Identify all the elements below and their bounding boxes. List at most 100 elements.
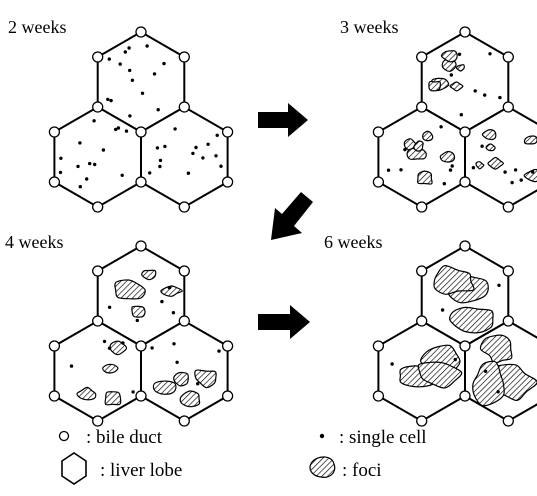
single-cell [128,69,131,72]
focus [524,136,537,144]
single-cell [150,346,153,349]
single-cell [160,300,163,303]
single-cell [191,152,194,155]
bile-duct [136,391,146,401]
single-cell [141,92,144,95]
bile-duct [460,341,470,351]
bile-duct [417,416,427,426]
single-cell [390,362,393,365]
bile-duct [93,202,103,212]
single-cell [163,145,166,148]
single-cell [121,174,124,177]
single-cell [125,129,128,132]
single-cell [79,185,82,188]
single-cell [206,143,209,146]
single-cell [109,99,112,102]
single-cell [503,170,506,173]
bile-duct [373,391,383,401]
bile-duct [223,341,233,351]
single-cell [156,146,159,149]
single-cell [108,347,111,350]
single-cell [103,340,106,343]
single-cell [145,44,148,47]
bile-duct [93,316,103,326]
bile-duct [93,52,103,62]
bile-duct [373,177,383,187]
single-cell [443,182,446,185]
focus [103,364,118,373]
bile-duct [503,102,513,112]
focus [153,381,175,394]
bile-duct [179,416,189,426]
single-cell [441,308,444,311]
single-cell [124,50,127,53]
single-cell [127,46,130,49]
bile-duct [503,202,513,212]
single-cell [399,168,402,171]
bile-duct [136,341,146,351]
single-cell [92,119,95,122]
bile-duct [179,102,189,112]
bile-duct [460,27,470,37]
single-cell [173,127,176,130]
focus [423,131,433,140]
panel-6-weeks [373,241,537,426]
single-cell [219,165,222,168]
single-cell [201,156,204,159]
bile-duct [179,202,189,212]
stage-label-4-weeks: 4 weeks [5,232,63,252]
single-cell [121,341,124,344]
bile-duct [417,316,427,326]
bile-duct [373,341,383,351]
bile-duct [49,391,59,401]
single-cell [187,172,190,175]
single-cell [102,148,105,151]
bile-duct [417,266,427,276]
panel-2-weeks [49,27,232,212]
single-cell [497,284,500,287]
bile-duct [460,177,470,187]
single-cell [59,171,62,174]
bile-duct [223,177,233,187]
single-cell [403,148,406,151]
stage-label-3-weeks: 3 weeks [340,17,398,37]
single-cell [168,286,171,289]
legend-liver-lobe: : liver lobe [100,460,182,481]
single-cell [520,178,523,181]
single-cell [172,342,175,345]
single-cell [78,141,81,144]
liver-lobe-icon [62,453,86,484]
single-cell [194,146,197,149]
bile-duct [93,102,103,112]
single-cell [136,319,139,322]
bile-duct [503,52,513,62]
single-cell [148,171,151,174]
bile-duct [93,266,103,276]
single-cell [488,52,491,55]
single-cell [214,154,217,157]
bile-duct [460,391,470,401]
arrow-down-left [271,192,313,240]
single-cell [108,306,111,309]
single-cell [472,166,475,169]
single-cell [172,311,175,314]
single-cell [76,165,79,168]
single-cell [85,177,88,180]
focus [132,306,145,317]
focus [105,392,121,405]
bile-duct [417,202,427,212]
single-cell [70,364,73,367]
bile-duct [93,416,103,426]
single-cell [498,96,501,99]
single-cell [454,358,457,361]
bile-duct [179,52,189,62]
single-cell [531,170,534,173]
bile-duct [460,241,470,251]
single-cell [93,163,96,166]
bile-duct [136,27,146,37]
single-cell [496,390,499,393]
bile-duct [417,52,427,62]
single-cell-icon [320,434,324,438]
single-cell [483,93,486,96]
